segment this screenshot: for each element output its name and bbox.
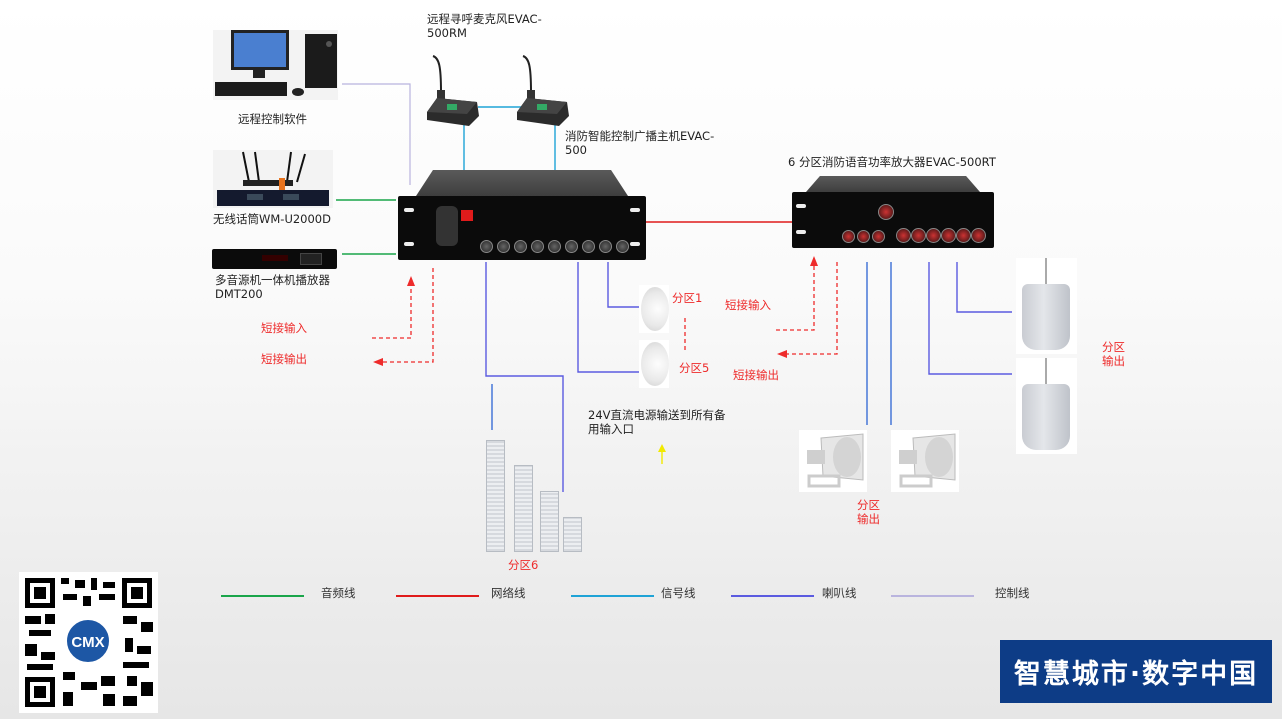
pendant-cable (1045, 358, 1047, 384)
player-panel (300, 253, 322, 265)
zone1-label: 分区1 (672, 291, 703, 305)
arrow-up-right (810, 256, 818, 266)
speaker-line-pendant2 (928, 262, 1012, 375)
amplifier-top (806, 176, 980, 192)
handheld-mic-icon (436, 206, 458, 246)
bridge-out-left (380, 268, 434, 363)
slogan-text: 智慧城市·数字中国 (1013, 659, 1259, 690)
paging-mic-icon (517, 55, 569, 126)
main-host-label: 消防智能控制广播主机EVAC-500 (565, 129, 715, 157)
ceiling-speaker-icon (641, 342, 669, 386)
pendant-cable (1045, 258, 1047, 284)
player-label: 多音源机一体机播放器DMT200 (215, 273, 330, 301)
speaker-line-zone5 (577, 262, 640, 373)
horn-speaker-icon (899, 433, 956, 488)
legend-line-control (891, 595, 974, 597)
ceiling-speaker-icon (641, 287, 669, 331)
amplifier-panel (792, 192, 994, 248)
arrow-left-right (777, 350, 787, 358)
remote-mic-2[interactable] (515, 52, 571, 130)
remote-mic-label: 远程寻呼麦克风EVAC-500RM (427, 12, 542, 40)
legend-label-network: 网络线 (491, 586, 526, 600)
emergency-button (461, 210, 473, 221)
paging-mic-icon (427, 55, 479, 126)
amplifier-label: 6 分区消防语音功率放大器EVAC-500RT (788, 155, 996, 169)
bridge-in-right (776, 262, 815, 331)
zone-out-horns-label: 分区输出 (857, 498, 880, 526)
speaker-line-zone1 (607, 262, 640, 308)
horn-speaker-icon (807, 433, 864, 488)
pendant-speaker-icon (1022, 284, 1070, 350)
power-note: 24V直流电源输送到所有备用输入口 (588, 408, 726, 436)
wireless-mic-label: 无线话筒WM-U2000D (213, 212, 331, 226)
legend-line-speaker (731, 595, 814, 597)
main-host-image[interactable] (398, 170, 646, 262)
legend-line-network (396, 595, 479, 597)
amplifier-image[interactable] (792, 176, 994, 248)
main-host-panel (398, 196, 646, 260)
speaker-line-pendant1 (956, 262, 1012, 313)
remote-mic-1[interactable] (425, 52, 481, 130)
player-display (262, 255, 288, 261)
short-out-right-label: 短接输出 (733, 368, 779, 382)
legend-line-signal (571, 595, 654, 597)
qr-code-pattern: CMX (25, 578, 153, 707)
legend-line-audio (221, 595, 304, 597)
pendant-speaker-2[interactable] (1016, 358, 1077, 454)
zone5-label: 分区5 (679, 361, 710, 375)
short-in-right-label: 短接输入 (725, 298, 771, 312)
legend-label-control: 控制线 (995, 586, 1030, 600)
main-host-top (416, 170, 628, 196)
slogan-banner: 智慧城市·数字中国 (1000, 640, 1272, 703)
pc-label: 远程控制软件 (238, 112, 307, 126)
ceiling-speaker-zone5[interactable] (639, 340, 669, 388)
legend-label-audio: 音频线 (321, 586, 356, 600)
column-speaker-4[interactable] (563, 517, 582, 552)
short-in-left-label: 短接输入 (261, 321, 307, 335)
computer-icon (215, 30, 337, 96)
pc-image[interactable] (213, 30, 338, 100)
pendant-speaker-1[interactable] (1016, 258, 1077, 354)
speaker-line-zone6 (485, 262, 564, 492)
power-arrow-head (658, 444, 666, 452)
ceiling-speaker-zone1[interactable] (639, 285, 669, 333)
qr-code[interactable]: CMX (19, 572, 158, 713)
zone-out-pendants-label: 分区输出 (1102, 340, 1125, 368)
arrow-left-left (373, 358, 383, 366)
horn-speaker-2[interactable] (891, 430, 959, 492)
column-speaker-3[interactable] (540, 491, 559, 552)
column-speaker-2[interactable] (514, 465, 533, 552)
short-out-left-label: 短接输出 (261, 352, 307, 366)
wireless-receiver-icon (217, 151, 329, 206)
legend-label-speaker: 喇叭线 (822, 586, 857, 600)
arrow-up-left (407, 276, 415, 286)
column-speaker-1[interactable] (486, 440, 505, 552)
legend-label-signal: 信号线 (661, 586, 696, 600)
qr-logo-text: CMX (71, 634, 104, 651)
bridge-out-right (784, 262, 838, 355)
wireless-mic-image[interactable] (213, 150, 333, 208)
zone6-label: 分区6 (508, 558, 539, 572)
player-image[interactable] (212, 249, 337, 269)
horn-speaker-1[interactable] (799, 430, 867, 492)
control-line-pc (342, 83, 411, 185)
pendant-speaker-icon (1022, 384, 1070, 450)
bridge-in-left (372, 282, 412, 339)
